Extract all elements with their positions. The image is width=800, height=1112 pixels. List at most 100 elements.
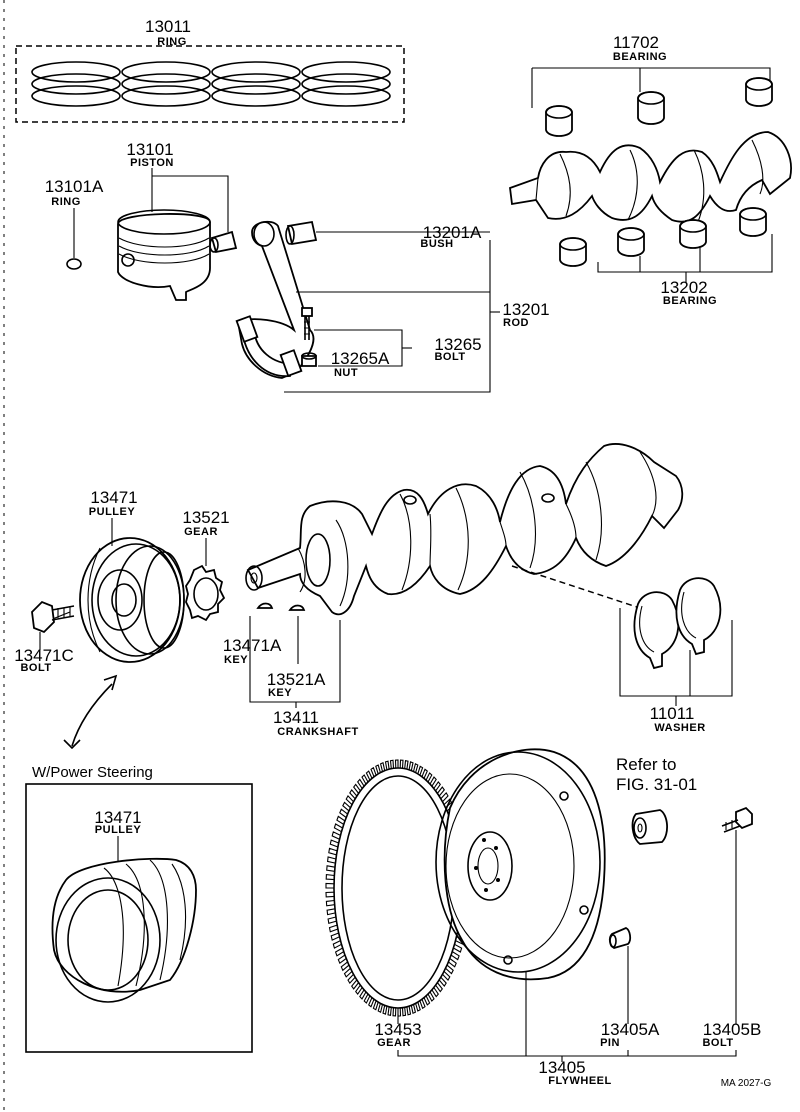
svg-text:RING: RING: [51, 196, 81, 208]
svg-text:NUT: NUT: [334, 367, 358, 379]
piston-ring-4: [301, 61, 391, 107]
flywheel-bolt-illustration: [721, 806, 753, 1024]
flywheel-pin-illustration: [608, 927, 632, 1024]
svg-text:11702: 11702: [613, 33, 659, 52]
snap-ring: [66, 258, 82, 270]
svg-text:13405A: 13405A: [601, 1020, 660, 1039]
pulley-bolt-part: [31, 600, 75, 634]
rod-nut-part: [301, 352, 317, 367]
svg-text:13471A: 13471A: [223, 636, 282, 655]
upper-bearing-3: [745, 77, 773, 107]
svg-text:RING: RING: [157, 36, 187, 48]
svg-text:PISTON: PISTON: [130, 157, 174, 169]
svg-text:BOLT: BOLT: [20, 662, 51, 674]
label-flywheel-pin: 13405A PIN: [600, 1020, 660, 1049]
piston-ring-2: [121, 61, 211, 107]
svg-text:13265: 13265: [434, 335, 481, 354]
lower-bearing-4: [739, 207, 767, 237]
svg-text:KEY: KEY: [268, 687, 292, 699]
label-rod-bolt: 13265 BOLT: [434, 335, 481, 363]
pulley-illustration: [31, 518, 185, 663]
svg-text:BEARING: BEARING: [663, 295, 717, 307]
svg-text:GEAR: GEAR: [184, 526, 218, 538]
label-flywheel: 13405 FLYWHEEL: [538, 1058, 611, 1087]
label-crankshaft: 13411 CRANKSHAFT: [273, 708, 358, 738]
bush-part: [286, 220, 318, 246]
flywheel-illustration: [435, 748, 606, 1056]
svg-text:WASHER: WASHER: [654, 722, 705, 734]
piston-illustration: [66, 168, 238, 301]
label-pulley-bolt: 13471C BOLT: [14, 646, 74, 674]
flywheel-leader-lines: [397, 1050, 737, 1062]
label-bearing-lower: 13202 BEARING: [660, 278, 717, 307]
label-ring-set: 13011 RING: [145, 17, 191, 48]
svg-text:13471: 13471: [94, 808, 141, 827]
svg-text:BUSH: BUSH: [420, 238, 453, 250]
upper-bearing-2: [637, 91, 665, 125]
svg-text:13453: 13453: [374, 1020, 421, 1039]
svg-text:13471C: 13471C: [14, 646, 74, 665]
svg-text:13265A: 13265A: [331, 349, 390, 368]
label-refer: Refer to FIG. 31-01: [616, 755, 697, 794]
label-piston: 13101 PISTON: [126, 140, 174, 169]
svg-text:ROD: ROD: [503, 317, 529, 329]
svg-text:FIG. 31-01: FIG. 31-01: [616, 775, 697, 794]
rod-leader-lines: [284, 231, 500, 393]
crankshaft-illustration: [245, 443, 684, 616]
label-power-steering: W/Power Steering: [32, 764, 153, 781]
ring-set-illustration: [15, 44, 405, 123]
label-ps-pulley: 13471 PULLEY: [94, 808, 141, 836]
label-gear-key: 13521A KEY: [267, 670, 326, 699]
piston-ring-3: [211, 61, 301, 107]
svg-text:BEARING: BEARING: [613, 51, 667, 63]
arrow-to-ps-pulley: [63, 674, 118, 750]
svg-text:13471: 13471: [90, 488, 137, 507]
label-rod: 13201 ROD: [502, 300, 549, 329]
svg-text:PULLEY: PULLEY: [89, 506, 136, 518]
svg-text:13521A: 13521A: [267, 670, 326, 689]
svg-text:Refer to: Refer to: [616, 755, 676, 774]
label-timing-gear: 13521 GEAR: [182, 508, 229, 538]
timing-gear-illustration: [185, 538, 226, 622]
svg-text:13411: 13411: [273, 708, 319, 727]
svg-text:W/Power Steering: W/Power Steering: [32, 764, 153, 781]
lower-bearing-3: [679, 219, 707, 249]
label-flywheel-bolt: 13405B BOLT: [702, 1020, 761, 1049]
power-steering-box: [25, 783, 253, 1053]
lower-bearing-1: [559, 237, 587, 267]
washer-illustration: [619, 577, 733, 706]
rod-bolt-part: [301, 307, 313, 340]
label-bearing-upper: 11702 BEARING: [613, 33, 667, 63]
crank-key-1: [256, 602, 274, 609]
svg-text:13101: 13101: [126, 140, 173, 159]
svg-text:FLYWHEEL: FLYWHEEL: [548, 1075, 612, 1087]
diagram-code: MA 2027-G: [721, 1078, 772, 1089]
label-bush: 13201A BUSH: [420, 223, 482, 250]
svg-text:PULLEY: PULLEY: [95, 824, 142, 836]
upper-crankshaft-illustration: [509, 67, 792, 282]
label-piston-ring: 13101A RING: [45, 177, 104, 208]
svg-text:MA 2027-G: MA 2027-G: [721, 1078, 772, 1089]
label-rod-nut: 13265A NUT: [331, 349, 390, 379]
svg-text:13011: 13011: [145, 17, 191, 36]
svg-text:PIN: PIN: [600, 1037, 620, 1049]
label-pulley-key: 13471A KEY: [223, 636, 282, 666]
svg-text:13201: 13201: [502, 300, 549, 319]
svg-text:CRANKSHAFT: CRANKSHAFT: [277, 726, 358, 738]
crankshaft-leader-lines: [249, 616, 341, 708]
upper-bearing-1: [545, 105, 573, 137]
piston-ring-1: [31, 61, 121, 107]
label-ring-gear: 13453 GEAR: [374, 1020, 421, 1049]
svg-text:13202: 13202: [660, 278, 707, 297]
connecting-rod-illustration: [235, 220, 318, 379]
label-washer: 11011 WASHER: [650, 704, 706, 734]
crank-key-2: [288, 604, 306, 611]
svg-text:13521: 13521: [182, 508, 229, 527]
svg-text:13101A: 13101A: [45, 177, 104, 196]
svg-text:BOLT: BOLT: [434, 351, 465, 363]
svg-text:GEAR: GEAR: [377, 1037, 411, 1049]
svg-text:KEY: KEY: [224, 654, 248, 666]
svg-text:13405B: 13405B: [703, 1020, 762, 1039]
label-pulley: 13471 PULLEY: [89, 488, 138, 518]
